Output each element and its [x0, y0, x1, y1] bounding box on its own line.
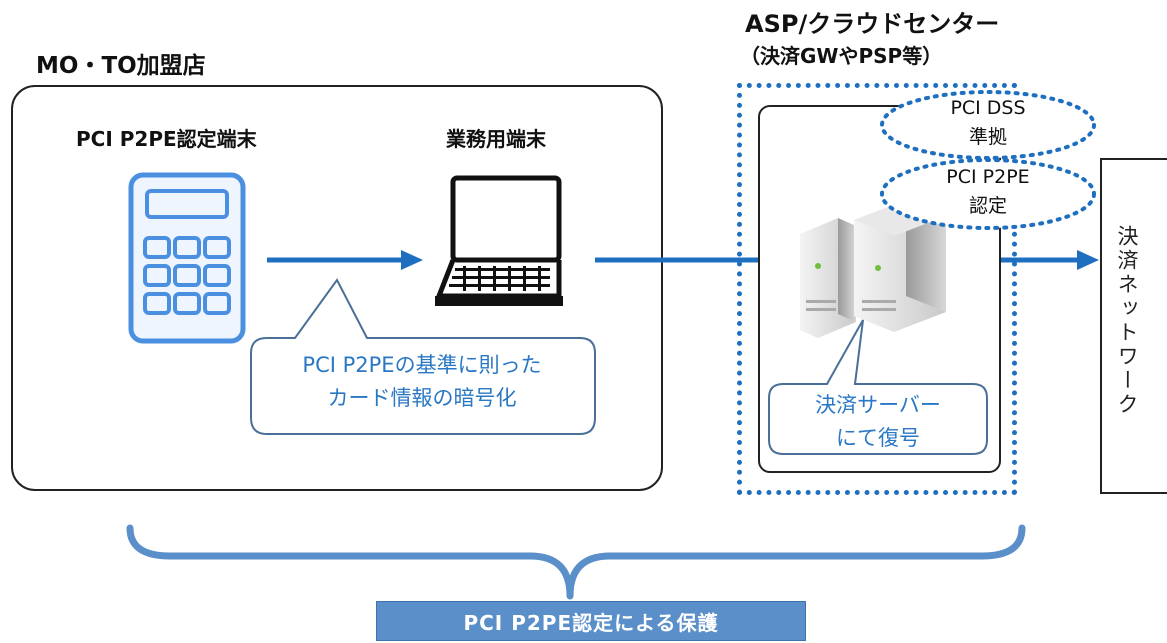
- business-terminal-title: 業務用端末: [446, 127, 546, 151]
- encryption-callout-text: PCI P2PEの基準に則った カード情報の暗号化: [251, 349, 593, 414]
- pci-p2pe-line2: 認定: [968, 194, 1007, 217]
- pci-p2pe-badge: [880, 158, 1096, 230]
- asp-subtitle: （決済GWやPSP等）: [740, 44, 943, 68]
- pci-dss-line1: PCI DSS: [950, 97, 1026, 119]
- decryption-callout-line2: にて復号: [836, 425, 920, 450]
- terminal-title: PCI P2PE認定端末: [76, 127, 257, 151]
- decryption-callout-line1: 決済サーバー: [815, 393, 941, 417]
- pci-dss-badge: [880, 90, 1096, 160]
- payment-terminal-icon: [128, 172, 246, 344]
- merchant-box: [11, 85, 663, 491]
- decryption-callout-text: 決済サーバー にて復号: [769, 389, 987, 454]
- asp-dotted-boundary: [737, 83, 1017, 495]
- protection-label: PCI P2PE認定による保護: [376, 601, 806, 641]
- laptop-icon: [435, 175, 563, 306]
- pci-dss-line2: 準拠: [968, 125, 1007, 148]
- pci-dss-badge-text: PCI DSS 準拠: [878, 94, 1098, 151]
- merchant-label: MO・TO加盟店: [36, 53, 206, 79]
- server-icon: [800, 200, 946, 338]
- payment-network-box: [1100, 158, 1167, 494]
- encryption-callout-line1: PCI P2PEの基準に則った: [302, 353, 542, 377]
- asp-title: ASP/クラウドセンター: [745, 10, 1000, 38]
- payment-network-label: 決済ネットワーク: [1115, 225, 1139, 417]
- encryption-callout: [250, 278, 596, 435]
- protection-brace: [126, 524, 1026, 600]
- decryption-callout: [768, 319, 988, 455]
- pci-p2pe-line1: PCI P2PE: [946, 166, 1030, 188]
- encryption-callout-line2: カード情報の暗号化: [327, 385, 517, 410]
- arrow-terminal-to-laptop: [267, 250, 423, 270]
- pci-p2pe-badge-text: PCI P2PE 認定: [878, 163, 1098, 220]
